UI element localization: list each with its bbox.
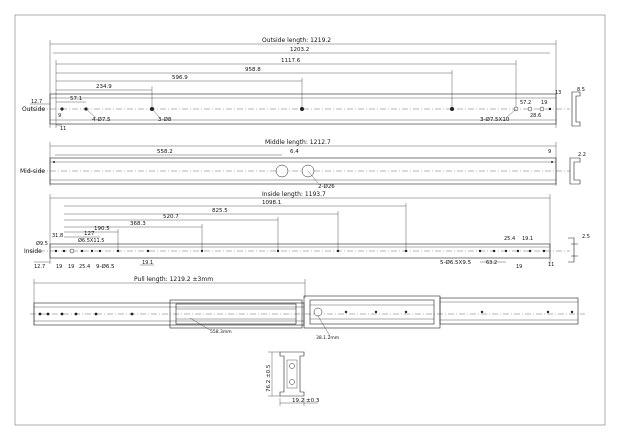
section-height: 76.2 ±0.5 xyxy=(266,364,272,392)
dim-11: 11 xyxy=(60,126,66,132)
dim-825: 825.5 xyxy=(212,208,228,214)
dim-234: 234.9 xyxy=(96,84,112,90)
assembly-note-2: 38.1.2mm xyxy=(316,335,339,341)
dim-9-5: Ø9.5 xyxy=(36,240,48,247)
dim-57-2: 57.2 xyxy=(520,100,531,106)
dim-958: 958.8 xyxy=(245,67,261,73)
dim-2-2: 2.2 xyxy=(578,152,586,158)
assembly-view: Pull length: 1219.2 ±3mm xyxy=(30,276,585,341)
dim-127: 127 xyxy=(84,231,95,237)
outside-view: Outside length: 1219.2 1203.2 1117.6 958… xyxy=(22,37,585,132)
outside-label: Outside xyxy=(22,106,45,113)
dim-12-7-inside: 12.7 xyxy=(34,264,45,270)
dim-19d: 19 xyxy=(516,264,522,270)
dim-63-2: 63.2 xyxy=(486,260,497,266)
mid-side-label: Mid-side xyxy=(20,168,45,175)
pull-length-label: Pull length: 1219.2 ±3mm xyxy=(134,276,213,283)
dim-12-7: 12.7 xyxy=(31,99,42,105)
outside-length-label: Outside length: 1219.2 xyxy=(262,37,331,44)
dim-31-8: 31.8 xyxy=(52,233,63,239)
dim-190: 190.5 xyxy=(94,226,110,232)
holes-4-label: 4-Ø7.5 xyxy=(92,116,111,123)
slot-label: Ø6.5X11.5 xyxy=(78,237,104,244)
assembly-note-1: 558.3mm xyxy=(210,329,232,335)
dim-9-mid: 9 xyxy=(548,149,551,155)
inside-view: Inside length: 1193.7 1098.1 825.5 520.7… xyxy=(24,191,590,270)
dim-6-4: 6.4 xyxy=(290,149,299,155)
middle-length-label: Middle length: 1212.7 xyxy=(265,139,331,146)
dim-596: 596.9 xyxy=(172,75,188,81)
dim-9: 9 xyxy=(58,113,61,119)
dim-1203: 1203.2 xyxy=(290,47,309,53)
holes-2-label: 2-Ø26 xyxy=(318,183,335,190)
dim-19-1a: 19.1 xyxy=(142,260,153,266)
holes-3-label: 3-Ø8 xyxy=(158,116,172,123)
dim-57-1: 57.1 xyxy=(70,96,82,102)
dim-19a: 19 xyxy=(56,264,62,270)
dim-368: 368.3 xyxy=(130,221,146,227)
dim-19-1b: 19.1 xyxy=(522,236,533,242)
dim-13: 13 xyxy=(555,90,561,96)
dim-25-4: 25.4 xyxy=(79,264,90,270)
holes-9-label: 9-Ø6.5 xyxy=(96,263,115,270)
drawing-frame xyxy=(14,14,606,426)
dim-1117: 1117.6 xyxy=(281,58,301,64)
inside-label: Inside xyxy=(24,248,42,255)
dim-1098: 1098.1 xyxy=(262,200,281,206)
dim-19: 19 xyxy=(541,100,547,106)
holes-5-label: 5-Ø6.5X9.5 xyxy=(440,259,472,266)
dim-558: 558.2 xyxy=(157,149,173,155)
inside-length-label: Inside length: 1193.7 xyxy=(262,191,326,198)
cross-section: 76.2 ±0.5 19.2 ±0.3 xyxy=(266,351,320,406)
dim-25-4b: 25.4 xyxy=(504,236,515,242)
dim-28-6: 28.6 xyxy=(530,113,541,119)
holes-slot-label: 3-Ø7.5X10 xyxy=(480,116,510,123)
dim-19b: 19 xyxy=(68,264,74,270)
dim-11-inside: 11 xyxy=(548,262,554,268)
section-width: 19.2 ±0.3 xyxy=(292,398,320,404)
dim-2-5: 2.5 xyxy=(582,234,590,240)
dim-8-5: 8.5 xyxy=(577,87,585,93)
dim-520: 520.7 xyxy=(163,214,179,220)
middle-view: Middle length: 1212.7 558.2 6.4 9 2-Ø26 … xyxy=(20,139,586,190)
